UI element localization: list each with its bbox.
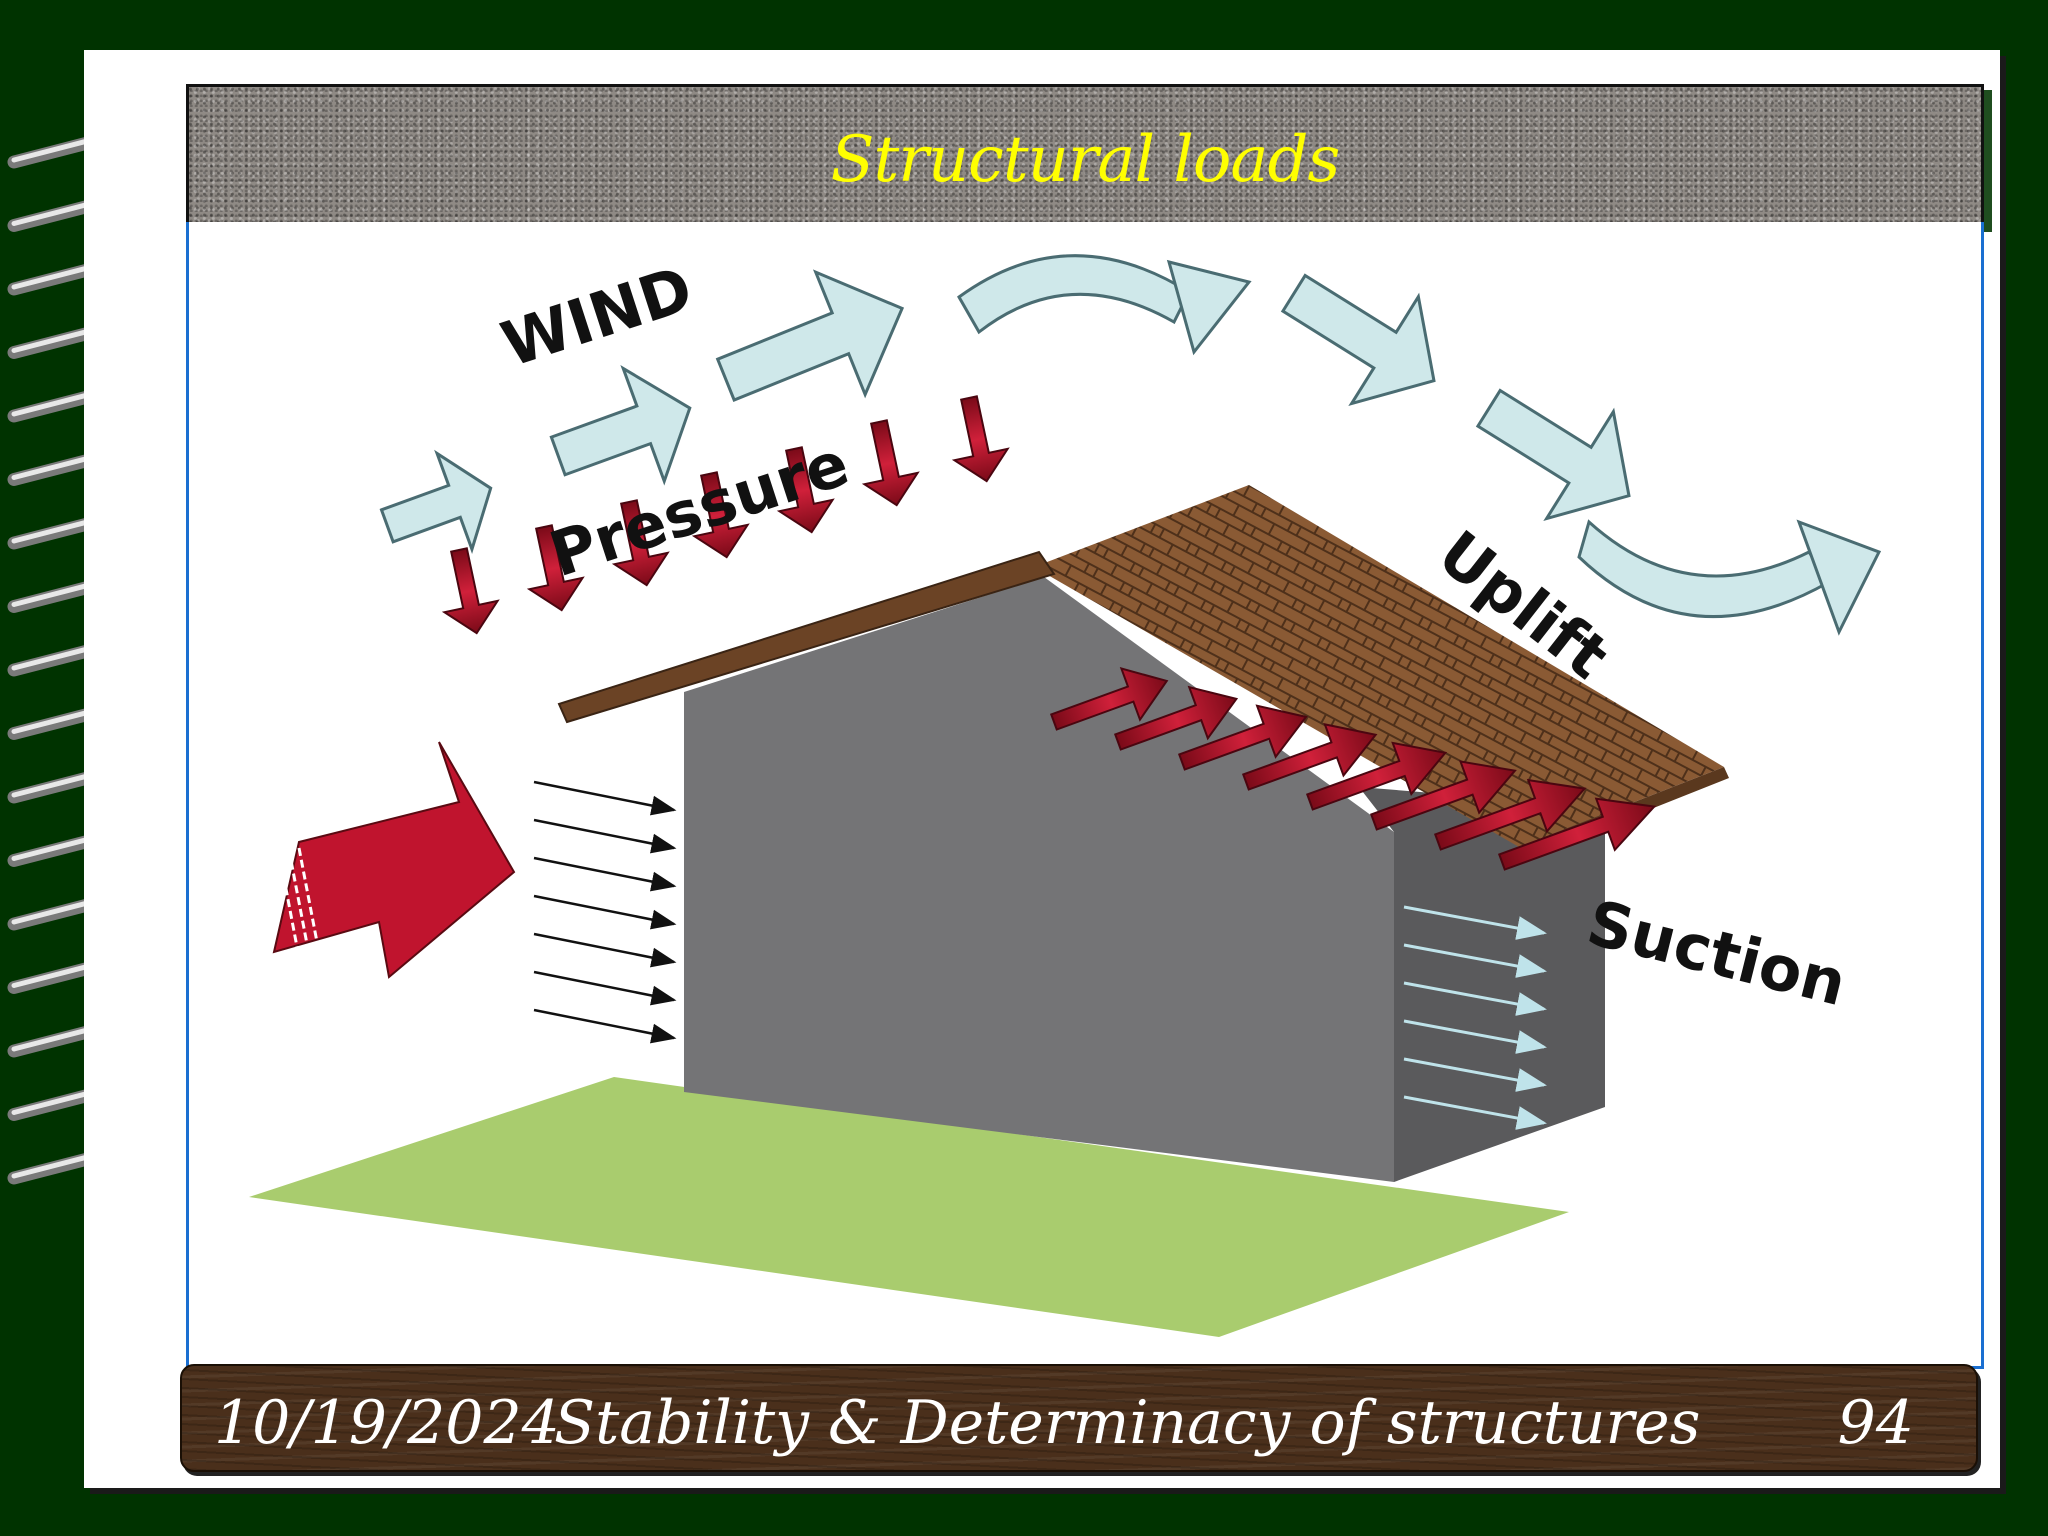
leeward-suction-line [1403,1095,1547,1130]
pressure-arrow [861,419,920,507]
uplift-arrow [1049,667,1169,731]
title-bar: Structural loads [186,84,1984,226]
windward-pressure-line [533,970,677,1006]
wind-force-arrow [272,741,516,979]
windward-pressure-line [533,932,677,968]
wind-load-diagram: WIND Pressure Uplift Suction [249,252,1882,1337]
pressure-arrow [441,547,500,635]
house-front-wall [684,577,1394,1182]
windward-pressure-line [533,894,677,930]
roof-surface [1034,485,1724,847]
windward-pressure-line [533,856,677,892]
leeward-suction-line [1403,905,1547,940]
uplift-arrow [1433,778,1587,851]
wind-flow-arrow [379,449,493,555]
windward-pressure-line [533,818,677,854]
footer-page-number: 94 [1837,1388,1914,1458]
leeward-suction-line [1403,943,1547,978]
footer-subject: Stability & Determinacy of structures [554,1388,1701,1458]
pressure-arrow [611,499,670,587]
uplift-arrow [1177,704,1308,771]
uplift-arrow [1497,797,1657,871]
wind-curve-arrow-right [1577,519,1882,636]
wind-flow-arrow [549,364,692,486]
slide-footer: 10/19/2024 Stability & Determinacy of st… [180,1364,1978,1472]
uplift-arrow [1241,723,1378,791]
roof-eave [557,550,1056,724]
wind-flow-arrow [715,269,905,402]
windward-pressure-line [533,1008,677,1044]
wind-flow-arrow [1280,273,1436,407]
windward-pressure-line [533,780,677,816]
leeward-suction-line [1403,1057,1547,1092]
slide-title: Structural loads [830,123,1341,197]
pressure-arrow [691,471,750,559]
leeward-suction-line [1403,1019,1547,1054]
wind-curve-arrow-top [957,254,1252,356]
footer-date: 10/19/2024 [214,1388,560,1458]
pressure-arrow [951,395,1010,483]
label-wind: WIND [493,252,701,382]
wind-flow-arrow [1475,388,1631,522]
label-suction: Suction [1580,886,1853,1020]
ground-plane [249,1077,1569,1337]
figure-frame: WIND Pressure Uplift Suction [186,222,1984,1369]
pressure-arrow [776,446,835,534]
leeward-suction-line [1403,981,1547,1016]
pressure-arrow [526,524,585,612]
uplift-arrow [1113,685,1239,751]
uplift-arrow [1369,760,1517,831]
uplift-arrow [1305,741,1448,811]
